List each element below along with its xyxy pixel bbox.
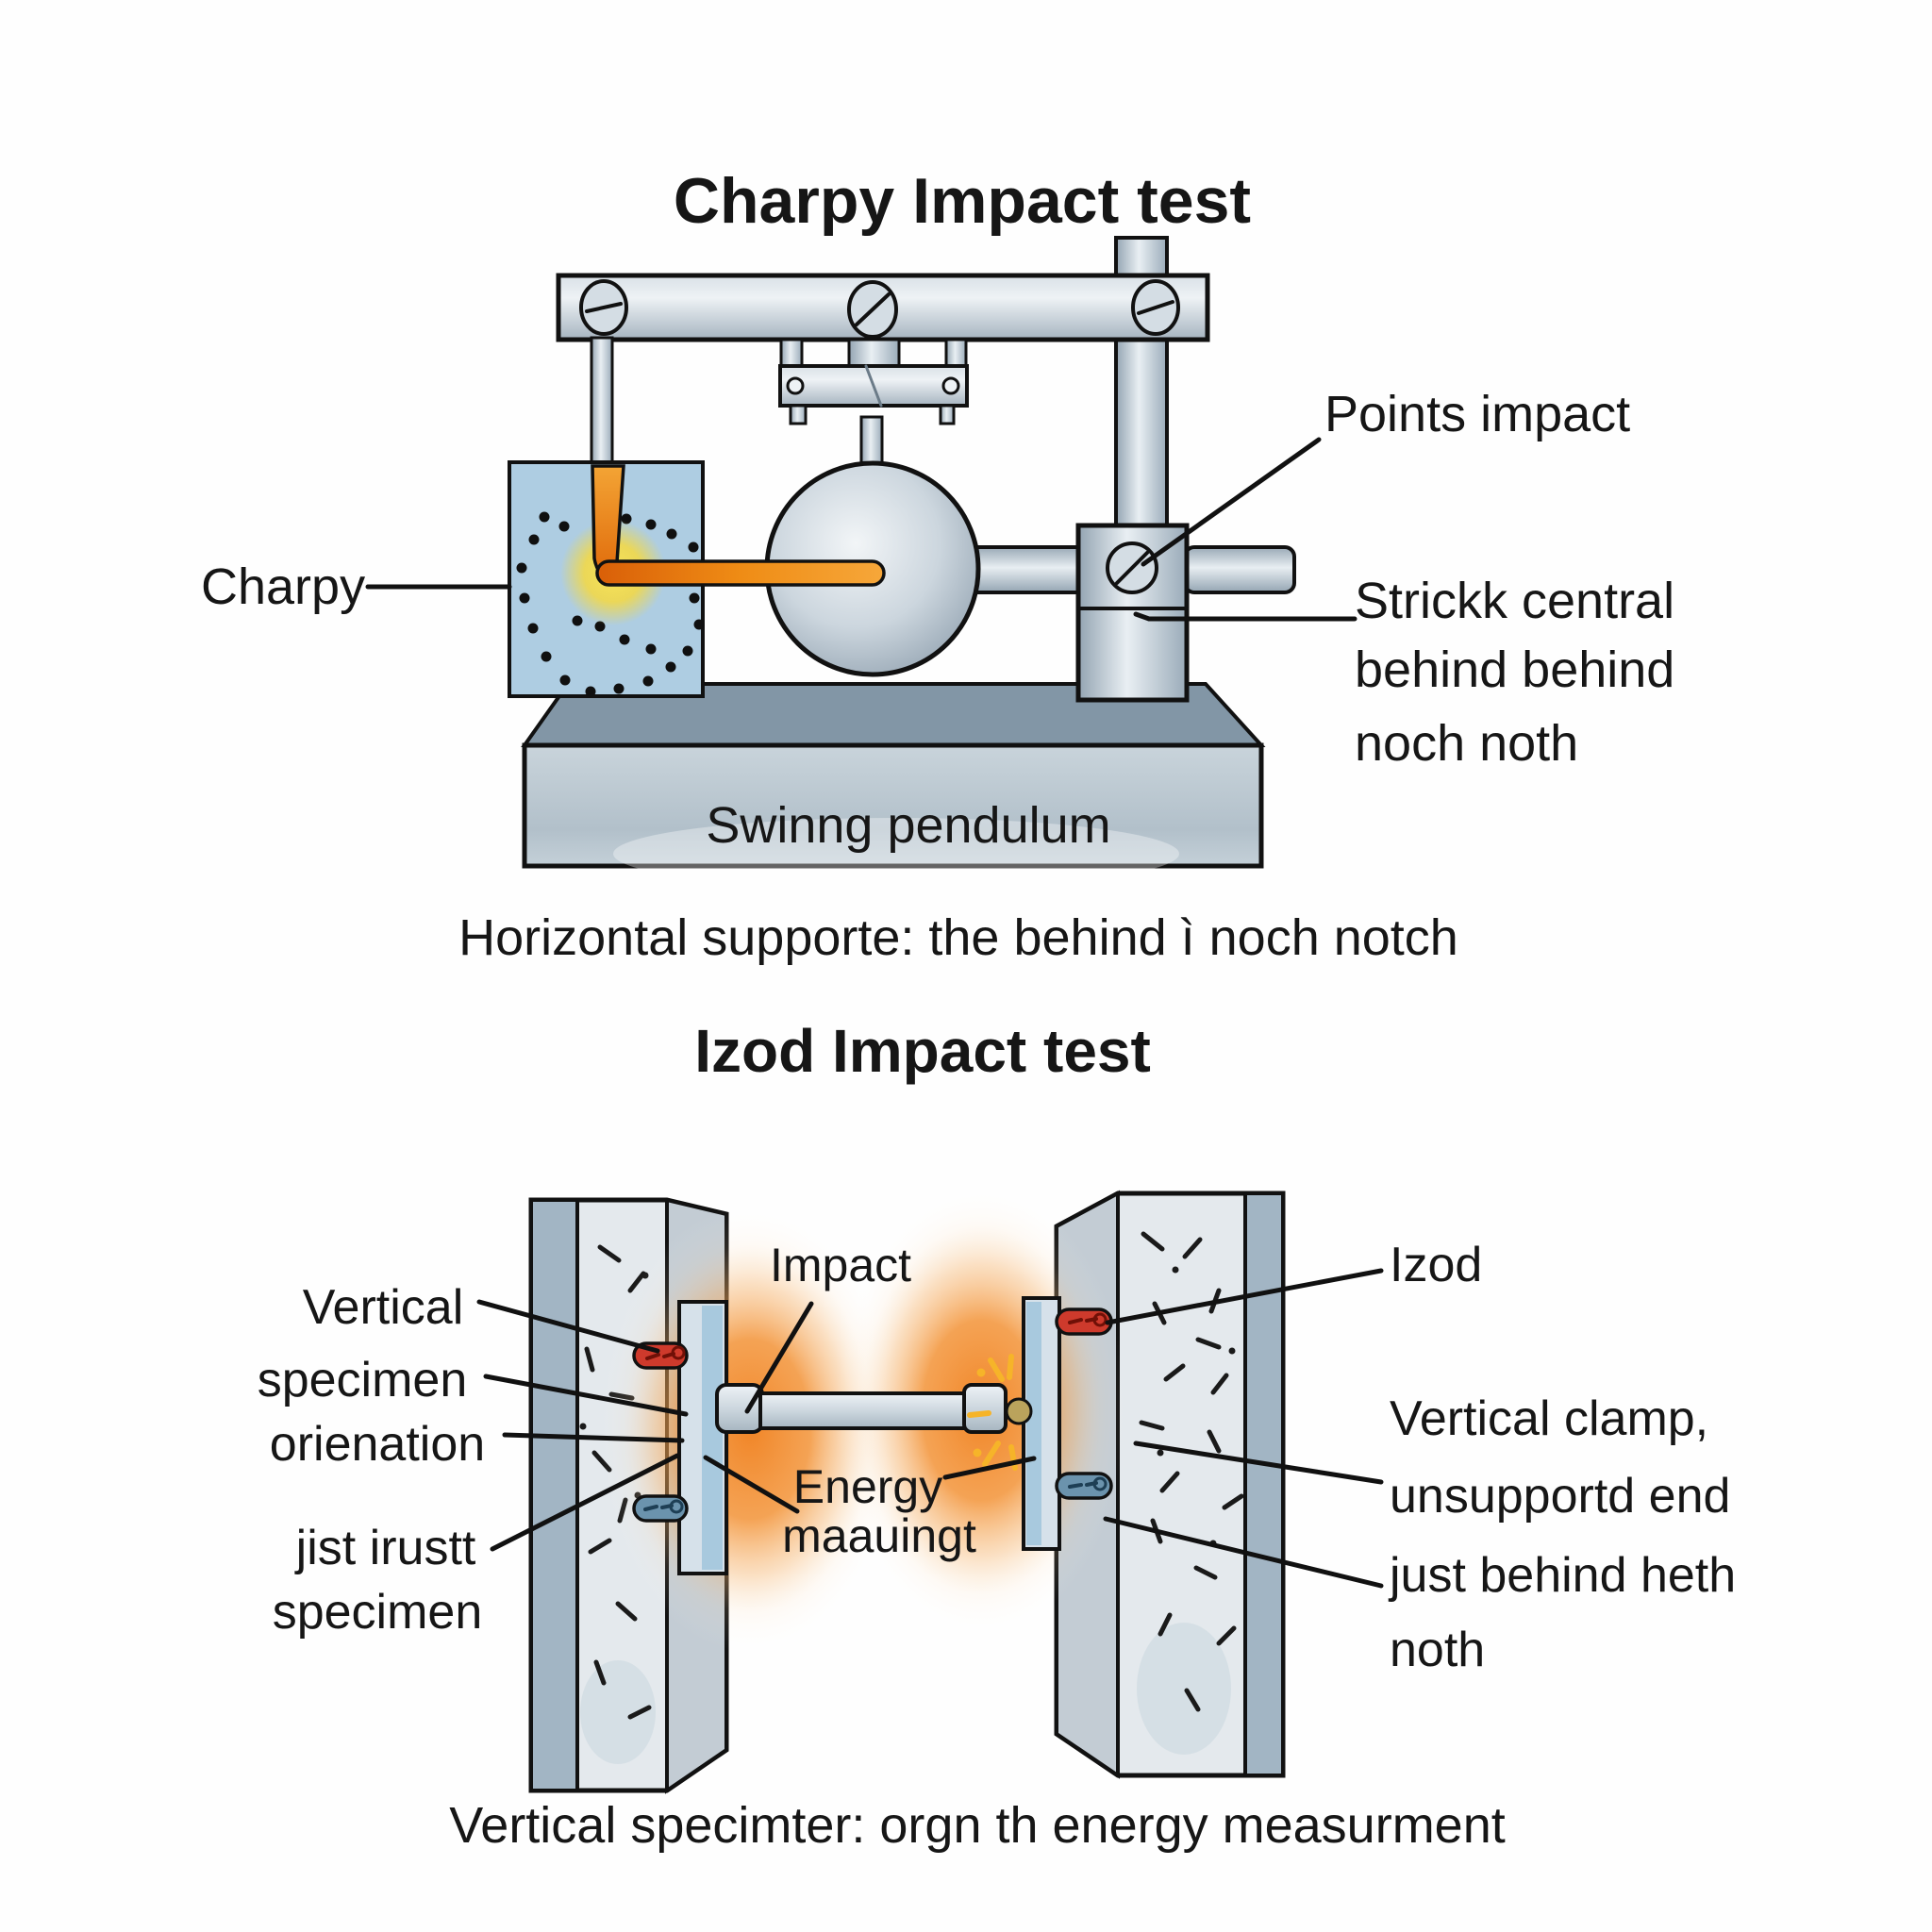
vertical-specimen-line2: specimen <box>258 1353 468 1407</box>
vertical-specimen-label: Vertical specimen orienation <box>258 1280 485 1472</box>
izod-label: Izod <box>1390 1238 1482 1292</box>
striker-label-line3: noch noth <box>1355 715 1578 772</box>
beam-screw-icon <box>847 280 898 339</box>
red-pin <box>1055 1307 1113 1336</box>
cross-cylinder-left <box>974 545 1084 594</box>
impact-label: Impact <box>770 1239 911 1291</box>
pendulum-bracket <box>778 338 969 470</box>
swing-pendulum-label: Swinng pendulum <box>706 797 1110 854</box>
energy-label: Energy maauingt <box>782 1460 976 1562</box>
vertical-specimen-line1: Vertical <box>303 1280 464 1335</box>
jist-specimen-line2: specimen <box>273 1585 483 1640</box>
striker-label-line1: Strickk central <box>1355 573 1674 629</box>
blue-pin <box>1055 1472 1113 1500</box>
charpy-apparatus: Swinng pendulum <box>201 236 1674 890</box>
striker-label: Strickk central behind behind noch noth <box>1355 573 1674 772</box>
charpy-specimen-label: Charpy <box>201 558 365 615</box>
points-impact-label: Points impact <box>1324 386 1630 442</box>
vertical-clamp-line4: noth <box>1390 1623 1485 1677</box>
blue-pin <box>632 1494 689 1523</box>
vertical-clamp-line2: unsupportd end <box>1390 1469 1730 1524</box>
cross-cylinder-right <box>1183 545 1296 594</box>
charpy-title: Charpy Impact test <box>674 165 1251 237</box>
charpy-base: Swinng pendulum <box>521 682 1266 890</box>
izod-leader-lines <box>476 1268 1384 1589</box>
energy-label-line2: maauingt <box>782 1509 976 1562</box>
jist-specimen-label: jist irustt specimen <box>273 1521 483 1640</box>
vertical-clamp-line3: just behind heth <box>1388 1548 1736 1603</box>
impact-sparks <box>967 1354 1033 1471</box>
energy-label-line1: Energy <box>793 1460 942 1513</box>
charpy-specimen-panel <box>508 460 886 698</box>
izod-striker-bar <box>715 1383 1008 1434</box>
izod-apparatus: Vertical specimen orienation jist irustt… <box>258 1186 1736 1794</box>
izod-title: Izod Impact test <box>694 1017 1151 1085</box>
izod-caption: Vertical specimter: orgn th energy measu… <box>449 1797 1506 1854</box>
left-hanger-rod <box>590 336 614 472</box>
jist-specimen-line1: jist irustt <box>294 1521 476 1575</box>
charpy-caption: Horizontal supporte: the behind ì noch n… <box>458 909 1458 966</box>
striker-cylinder <box>1075 523 1190 703</box>
beam-screw-icon <box>1131 279 1180 336</box>
vertical-clamp-label: Vertical clamp, unsupportd end just behi… <box>1388 1391 1736 1677</box>
izod-right-specimen-plate <box>1022 1296 1061 1551</box>
pendulum-arm <box>591 464 886 587</box>
izod-left-specimen-plate <box>677 1300 728 1575</box>
vertical-clamp-line1: Vertical clamp, <box>1390 1391 1708 1446</box>
striker-label-line2: behind behind <box>1355 641 1674 698</box>
charpy-top-beam <box>556 273 1210 342</box>
charpy-leader-lines <box>365 437 1357 622</box>
vertical-specimen-line3: orienation <box>270 1417 485 1472</box>
beam-screw-icon <box>579 279 628 336</box>
